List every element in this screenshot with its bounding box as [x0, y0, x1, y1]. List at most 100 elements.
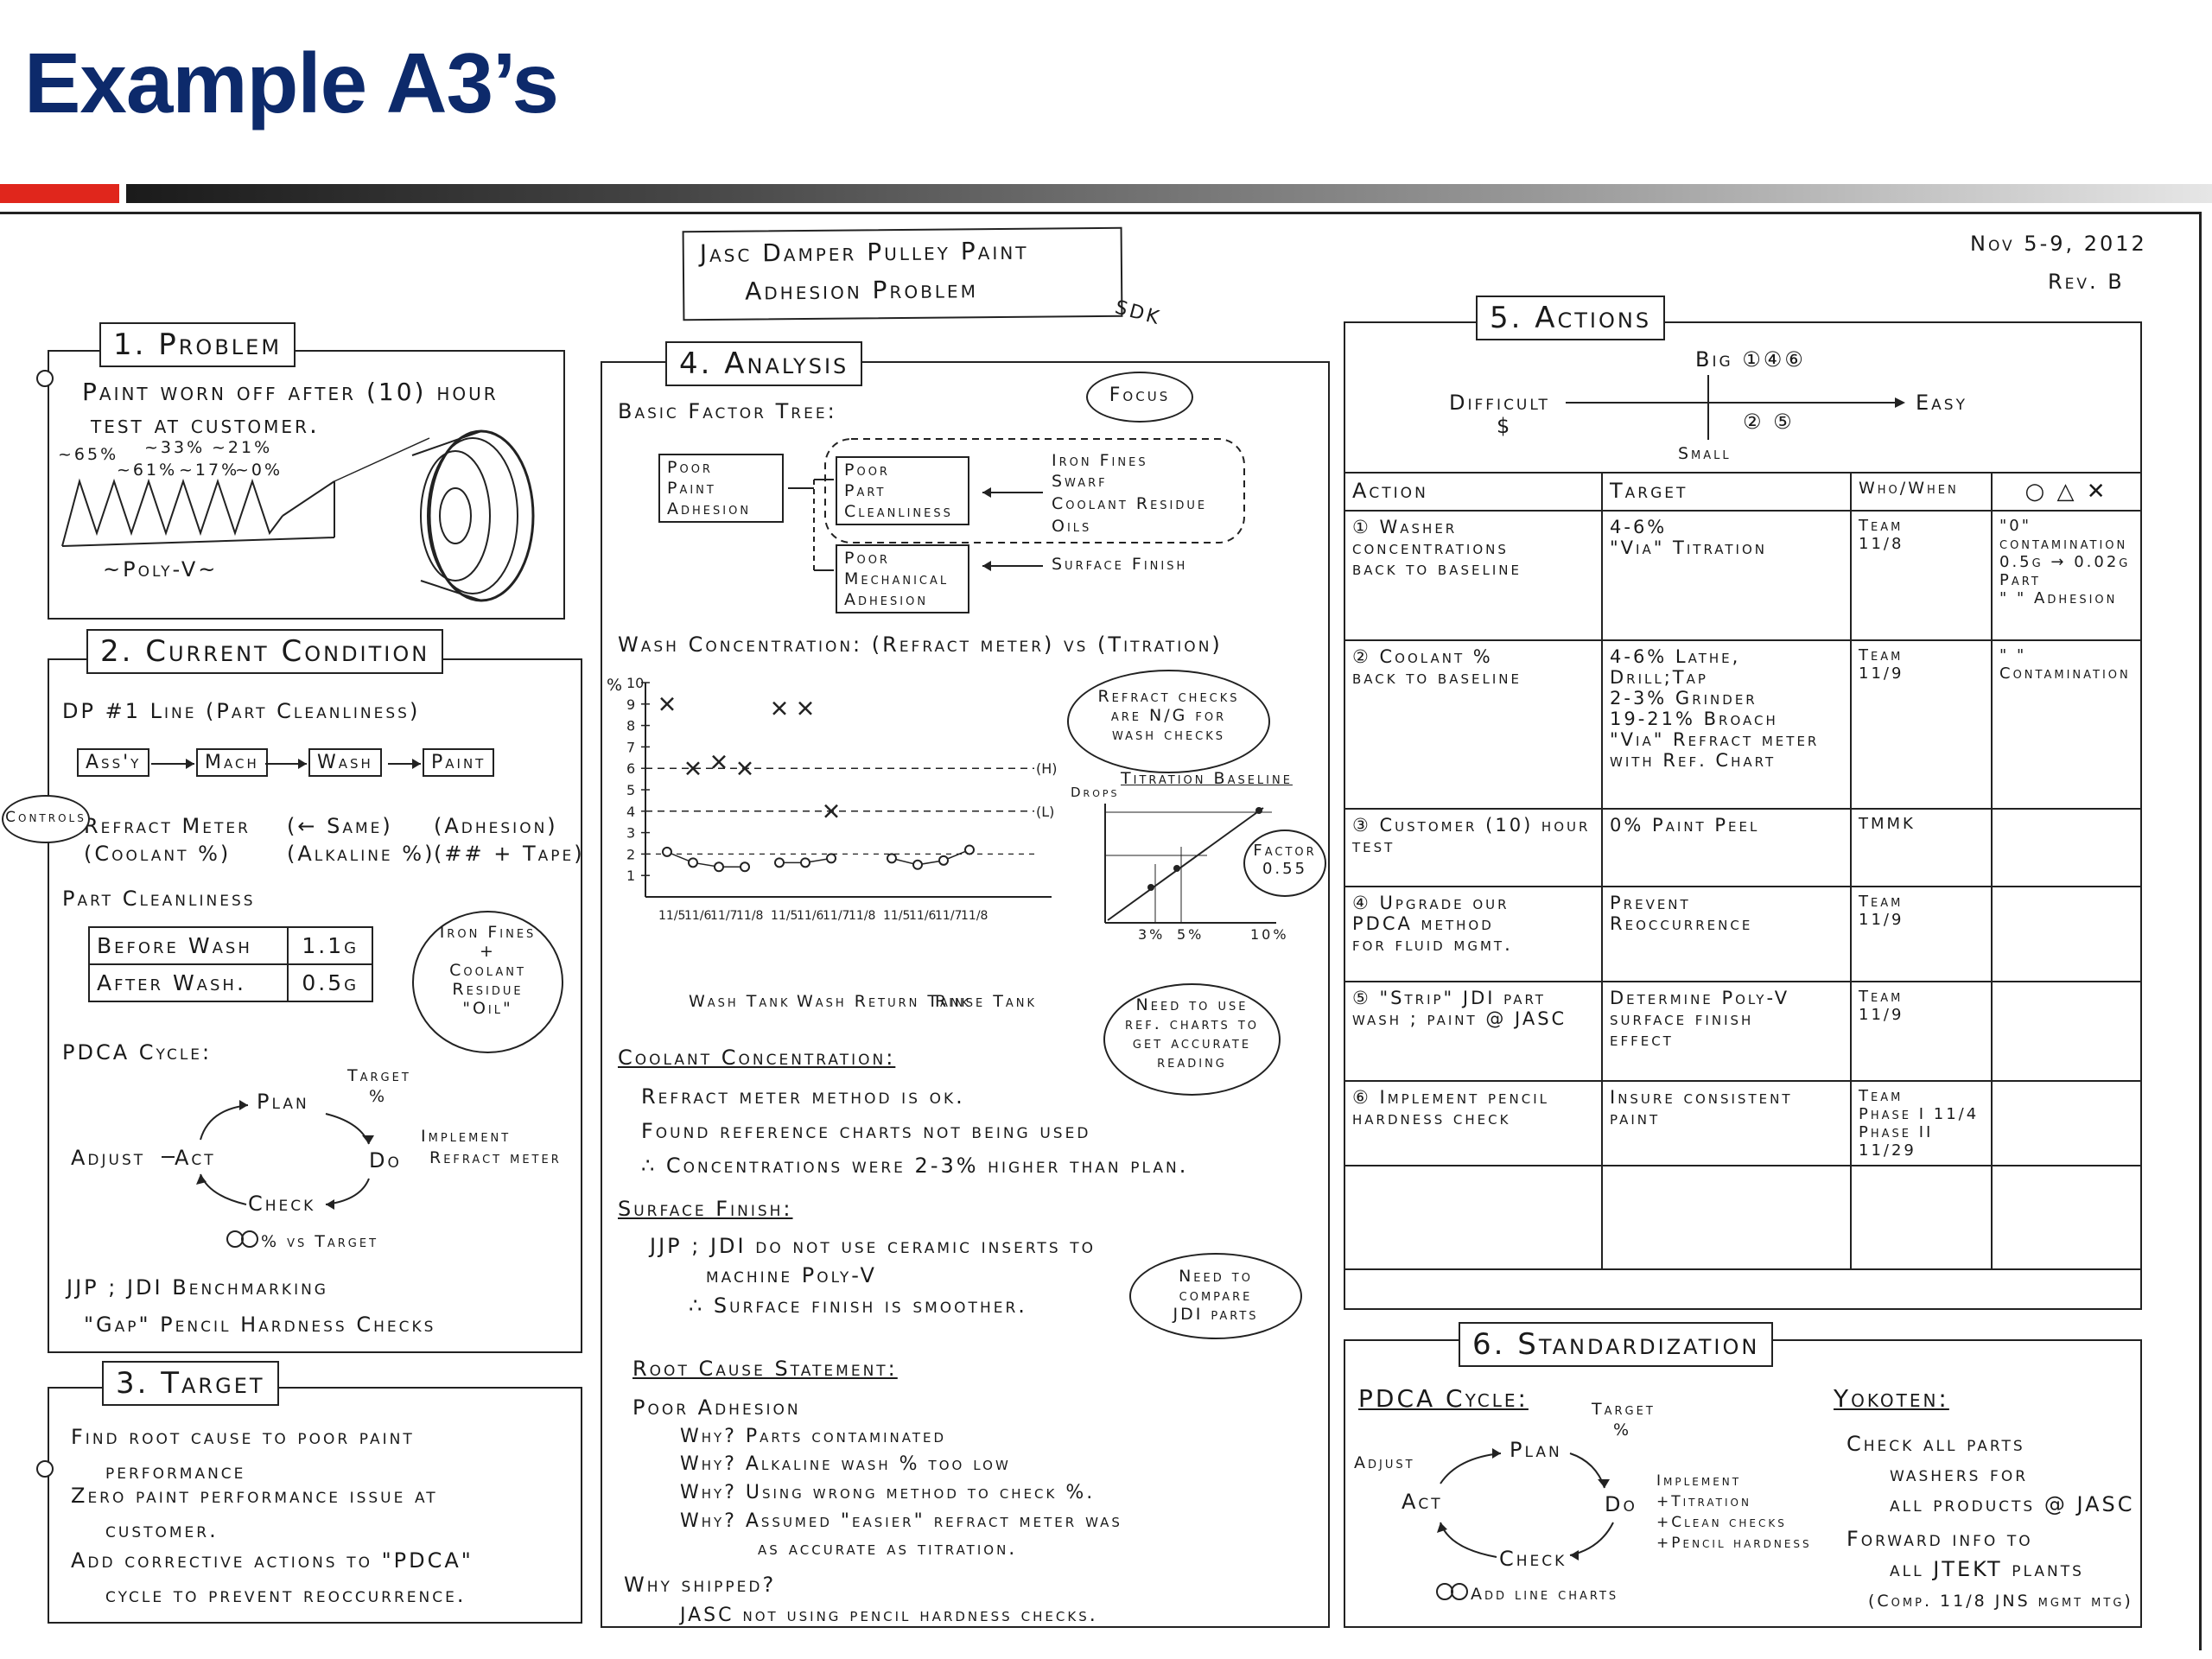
who-when-cell-line: Team	[1859, 517, 1904, 535]
who-when-cell-line: 11/9	[1859, 664, 1904, 683]
controls-bubble: Controls	[2, 795, 90, 843]
titration-title: Titration Baseline	[1121, 769, 1293, 788]
refract-point	[738, 761, 752, 776]
bubble-line-5: "Oil"	[462, 999, 513, 1018]
group-label-wash: Wash Tank	[689, 992, 791, 1011]
yokoten-line-4: Forward info to	[1847, 1527, 2033, 1551]
yokoten-line-1: Check all parts	[1847, 1432, 2025, 1456]
need-ref-cloud: Need to use ref. charts to get accurate …	[1103, 983, 1281, 1096]
target-cell-line: paint	[1610, 1108, 1661, 1128]
refract-point	[712, 754, 726, 769]
titration-point	[912, 859, 923, 870]
table-row	[1344, 1165, 2142, 1270]
flow-paint: Paint	[423, 748, 495, 777]
flow-arrows	[151, 759, 421, 769]
refract-cloud-2: are N/G for	[1110, 706, 1227, 725]
node-mech-1: Poor	[844, 549, 890, 568]
coolant-title: Coolant Concentration:	[618, 1046, 896, 1070]
cause-coolant-residue: Coolant Residue	[1052, 494, 1208, 513]
pdca-cycle-arrows	[162, 1100, 374, 1248]
cleanliness-value-after: 0.5g	[287, 963, 373, 1002]
factor-tree-lines	[788, 438, 1245, 571]
refract-cloud-3: wash checks	[1111, 725, 1226, 744]
need-cloud-4: reading	[1157, 1052, 1227, 1071]
pdca-implement-1: Implement	[421, 1127, 512, 1146]
titration-point	[964, 844, 975, 855]
cleanliness-label-after: After Wash.	[87, 963, 289, 1002]
titr-x-5: 5%	[1177, 926, 1205, 943]
x-tick-label: 11/7	[710, 909, 737, 923]
titration-point	[714, 861, 724, 873]
who-when-cell-line: Phase I 11/4	[1859, 1105, 1980, 1123]
pdca-adjust: Adjust	[71, 1146, 146, 1170]
bubble-line-1: Iron Fines	[439, 923, 537, 942]
target-cell-line: "Via" Refract meter	[1610, 729, 1820, 750]
x-tick-label: 11/6	[684, 909, 712, 923]
action-cell-line: test	[1352, 836, 1395, 856]
matrix-dollar: $	[1497, 414, 1513, 438]
who-when-cell-line: Team	[1859, 893, 1904, 911]
compare-cloud-3: JDI parts	[1173, 1305, 1259, 1324]
y-tick-label: 10	[626, 675, 644, 691]
x-tick-label: 11/7	[935, 909, 962, 923]
surface-title: Surface Finish:	[618, 1197, 793, 1221]
matrix-easy: Easy	[1916, 391, 1967, 415]
line-name: DP #1 Line (Part Cleanliness)	[62, 699, 421, 723]
root-line-7: Why shipped?	[624, 1573, 777, 1597]
target-label: 3. Target	[102, 1361, 279, 1406]
benchmarking-line1: JJP ; JDI Benchmarking	[67, 1275, 328, 1300]
ctrl1-line1: Refract Meter	[84, 814, 251, 838]
action-cell-line: for fluid mgmt.	[1352, 934, 1513, 955]
empty-cell	[1344, 1165, 1603, 1270]
target-cell-line: surface finish	[1610, 1008, 1754, 1029]
y-tick-label: 2	[626, 846, 635, 862]
group-label-wash-return: Wash Return Tank	[797, 992, 972, 1011]
benchmarking-line2: "Gap" Pencil Hardness Checks	[84, 1313, 436, 1337]
yokoten-line-3: all products @ JASC	[1890, 1492, 2135, 1516]
x-tick-label: 11/6	[909, 909, 937, 923]
y-tick-label: 7	[626, 739, 635, 755]
x-tick-label: 11/5	[883, 909, 910, 923]
who-when-cell-line: Phase II 11/29	[1859, 1123, 1934, 1160]
matrix-difficult: Difficult	[1449, 391, 1550, 415]
ctrl3-line1: (Adhesion)	[434, 814, 558, 838]
root-cause-title: Root Cause Statement:	[632, 1357, 898, 1381]
coolant-line-1: Refract meter method is ok.	[641, 1084, 965, 1109]
x-tick-label: 11/5	[771, 909, 798, 923]
cause-swarf: Swarf	[1052, 472, 1108, 491]
wash-chart-title: Wash Concentration: (Refract meter) vs (…	[618, 632, 1223, 657]
compare-cloud-1: Need to	[1179, 1267, 1253, 1286]
node-clean-1: Poor	[844, 461, 890, 480]
target-item-1a: Find root cause to poor paint	[71, 1425, 415, 1449]
x-tick-label: 11/5	[658, 909, 685, 923]
std-implement-1: Implement	[1656, 1472, 1742, 1490]
target-cell: 4-6%"Via" Titration	[1601, 510, 1852, 641]
surface-line-2: machine Poly-V	[706, 1263, 877, 1287]
a3-title-line1: Jasc Damper Pulley Paint	[699, 236, 1029, 269]
sheet-right-border	[2199, 212, 2202, 1650]
factor-cloud: Factor 0.55	[1243, 830, 1326, 897]
target-cell-line: 0% Paint Peel	[1610, 815, 1760, 836]
problem-pct-5: ~17%	[179, 461, 240, 480]
empty-cell	[1601, 1165, 1852, 1270]
target-cell-line: 19-21% Broach	[1610, 709, 1778, 729]
coolant-line-2: Found reference charts not being used	[641, 1119, 1091, 1143]
x-tick-label: 11/8	[849, 909, 875, 923]
need-cloud-1: Need to use	[1135, 995, 1249, 1014]
yokoten-line-6: (Comp. 11/8 JNS mgmt mtg)	[1868, 1592, 2133, 1611]
problem-pct-3: ~21%	[212, 438, 273, 457]
problem-line1: Paint worn off after (10) hour	[82, 378, 499, 406]
node-clean-3: Cleanliness	[844, 502, 953, 521]
titration-point	[826, 853, 836, 864]
poly-v-sketch	[61, 429, 535, 602]
cleanliness-label-before: Before Wash	[87, 926, 289, 965]
